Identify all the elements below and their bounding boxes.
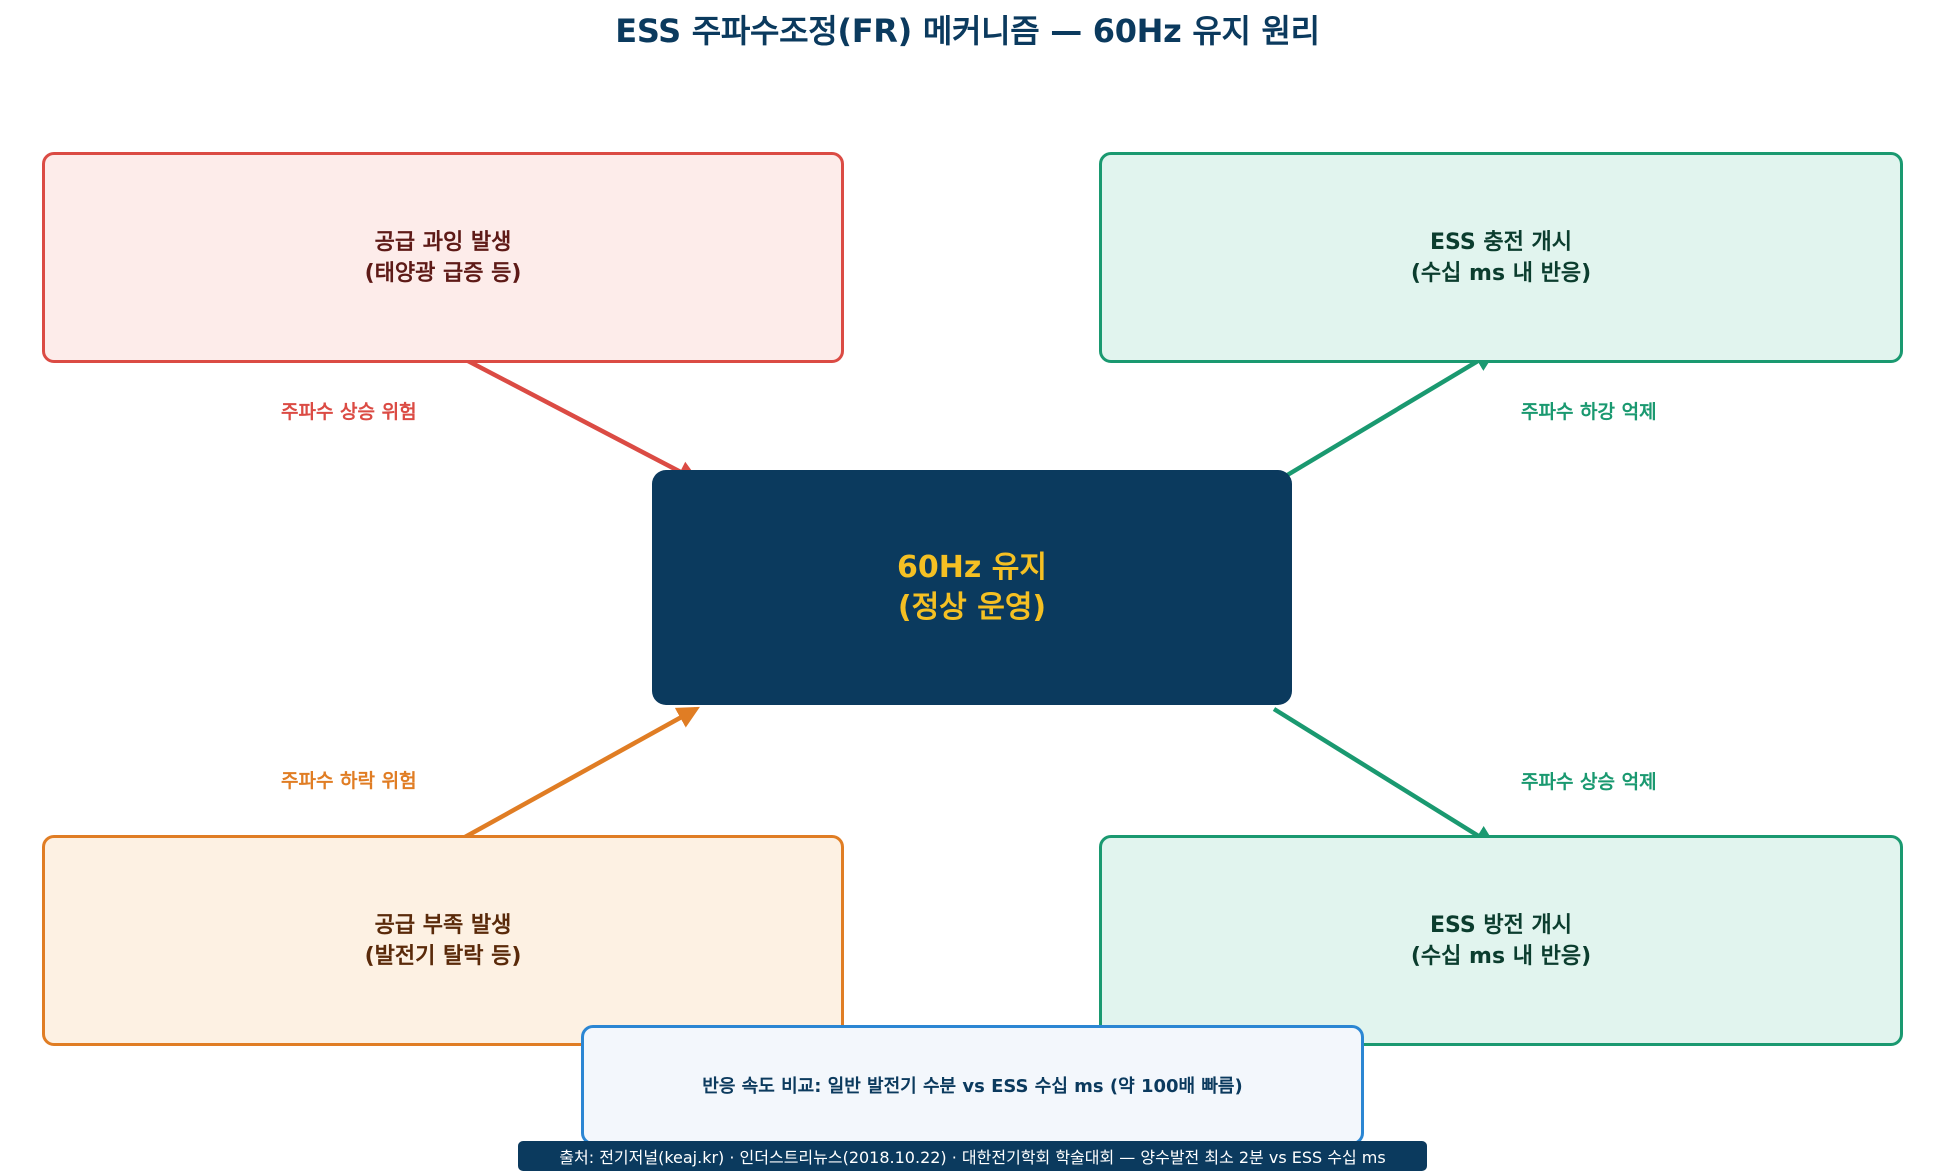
supply-excess-title: 공급 과잉 발생 (374, 229, 512, 255)
ess-charge-detail: (수십 ms 내 반응) (1410, 260, 1592, 286)
edge-label-freq-fall-suppress: 주파수 하강 억제 (1521, 401, 1657, 423)
arrow-shortage-to-center (445, 706, 700, 849)
diagram-title: ESS 주파수조정(FR) 메커니즘 — 60Hz 유지 원리 (615, 12, 1320, 50)
edge-label-freq-rise-suppress: 주파수 상승 억제 (1521, 771, 1657, 793)
ess-charge-title: ESS 충전 개시 (1429, 229, 1572, 255)
center-detail: (정상 운영) (897, 589, 1047, 625)
supply-shortage-detail: (발전기 탈락 등) (364, 943, 522, 969)
edge-label-freq-rise-risk: 주파수 상승 위험 (281, 401, 417, 423)
source-caption: 출처: 전기저널(keaj.kr) · 인더스트리뉴스(2018.10.22) … (518, 1141, 1427, 1171)
center-60hz-node: 60Hz 유지 (정상 운영) (652, 470, 1292, 705)
supply-shortage-title: 공급 부족 발생 (374, 912, 512, 938)
edge-label-freq-fall-risk: 주파수 하락 위험 (281, 770, 417, 792)
supply-excess-detail: (태양광 급증 등) (364, 260, 522, 286)
supply-excess-node: 공급 과잉 발생 (태양광 급증 등) (42, 152, 844, 363)
ess-discharge-detail: (수십 ms 내 반응) (1410, 943, 1592, 969)
supply-shortage-node: 공급 부족 발생 (발전기 탈락 등) (42, 835, 844, 1046)
ess-charge-node: ESS 충전 개시 (수십 ms 내 반응) (1099, 152, 1903, 363)
response-speed-note: 반응 속도 비교: 일반 발전기 수분 vs ESS 수십 ms (약 100배… (581, 1025, 1364, 1145)
ess-discharge-node: ESS 방전 개시 (수십 ms 내 반응) (1099, 835, 1903, 1046)
ess-discharge-title: ESS 방전 개시 (1429, 912, 1572, 938)
arrow-center-to-charge (1272, 349, 1497, 485)
arrow-center-to-discharge (1272, 707, 1497, 848)
arrow-excess-to-center (445, 348, 700, 483)
center-title: 60Hz 유지 (897, 549, 1047, 585)
